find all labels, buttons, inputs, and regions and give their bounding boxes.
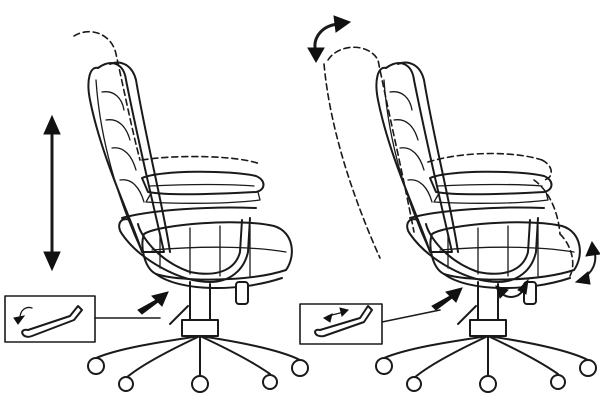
knob-curved-arrow-icon [495, 278, 529, 299]
lever-callout-left [4, 295, 161, 343]
pointer-arrow-right-icon [431, 287, 463, 311]
chair-left [73, 30, 309, 393]
chair-right [323, 46, 597, 393]
seat-curved-arrow-icon [574, 240, 600, 285]
height-double-arrow-icon [43, 114, 61, 272]
tilt-curved-arrow-icon [307, 15, 352, 64]
lever-callout-right [299, 303, 441, 345]
pointer-arrow-left-icon [137, 291, 169, 315]
